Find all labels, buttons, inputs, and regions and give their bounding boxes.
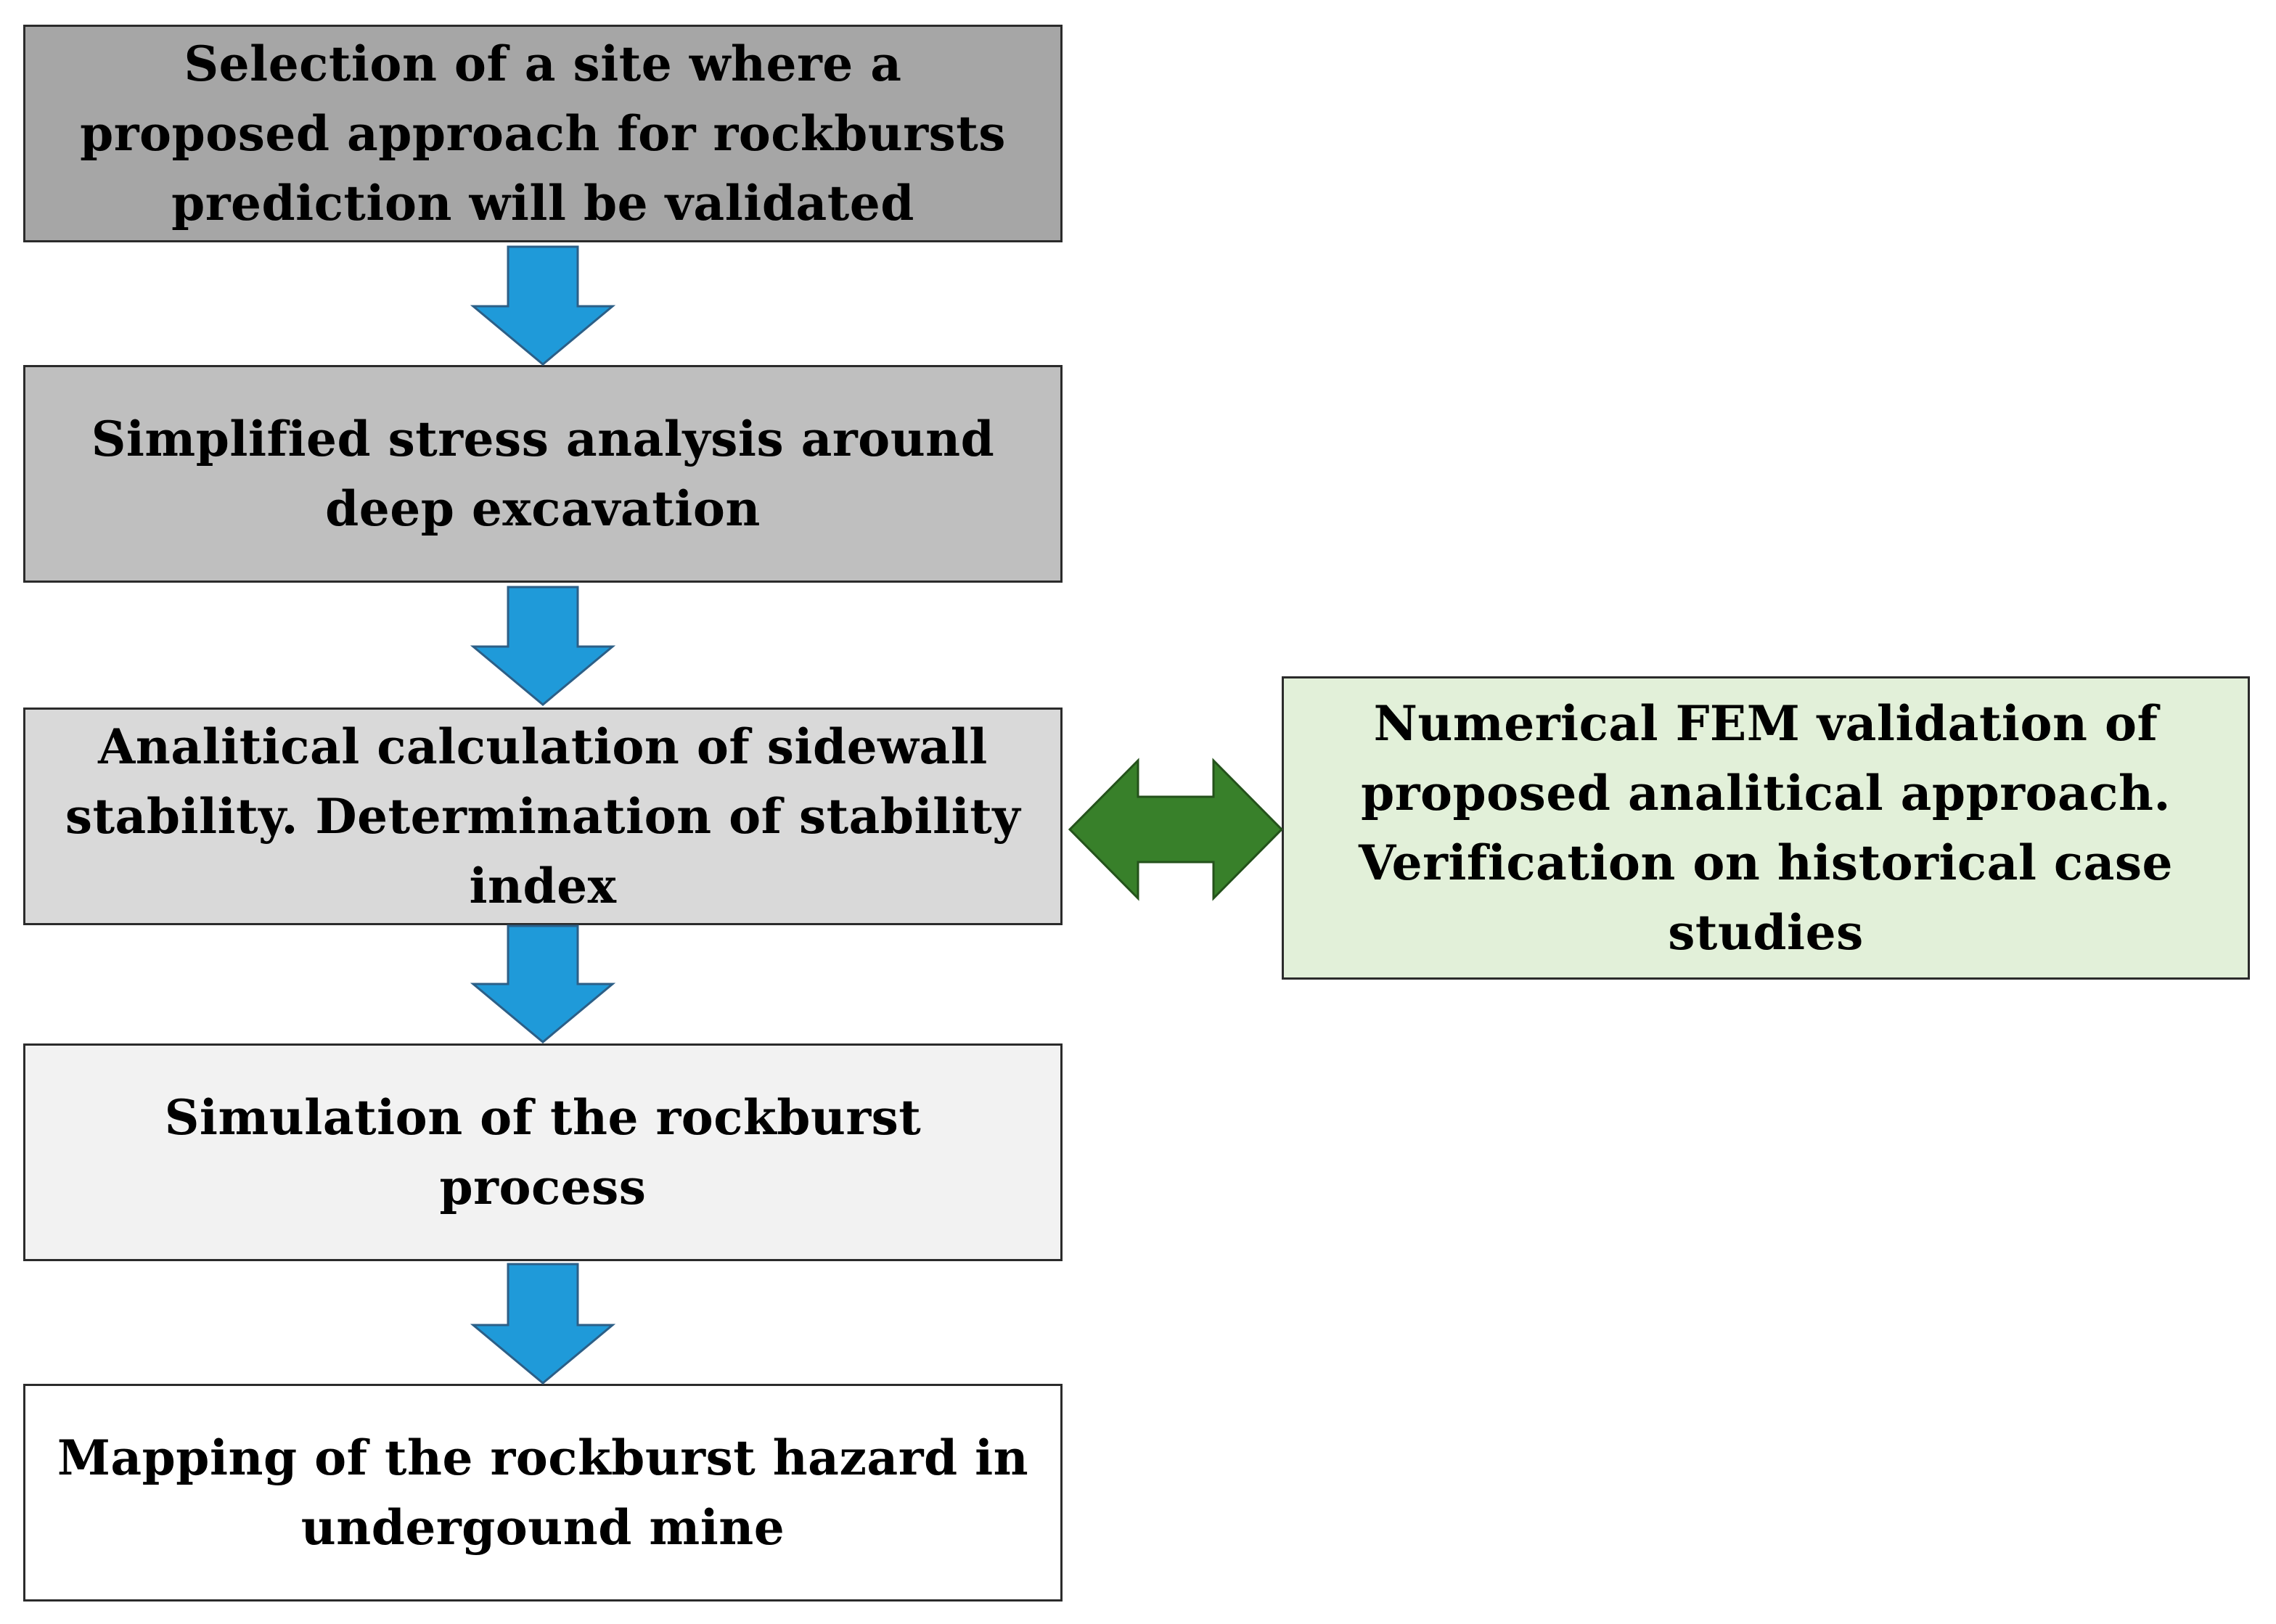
step-4-box: Simulation of the rockburst process [23, 1043, 1063, 1261]
down-arrow-1 [470, 245, 616, 366]
step-4-label: Simulation of the rockburst process [164, 1089, 922, 1215]
step-2-label: Simplified stress analysis around deep e… [91, 411, 995, 537]
down-arrow-2 [470, 586, 616, 706]
step-1-label: Selection of a site where a proposed app… [80, 36, 1006, 231]
validation-side-label: Numerical FEM validation of proposed ana… [1358, 695, 2174, 961]
down-arrow-4 [470, 1263, 616, 1385]
step-2-box: Simplified stress analysis around deep e… [23, 365, 1063, 583]
step-1-box: Selection of a site where a proposed app… [23, 25, 1063, 242]
bidirectional-arrow [1068, 758, 1284, 901]
validation-side-box: Numerical FEM validation of proposed ana… [1282, 676, 2250, 980]
step-3-box: Analitical calculation of sidewall stabi… [23, 708, 1063, 925]
step-5-box: Mapping of the rockburst hazard in under… [23, 1384, 1063, 1602]
down-arrow-3 [470, 924, 616, 1043]
step-3-label: Analitical calculation of sidewall stabi… [65, 718, 1021, 914]
step-5-label: Mapping of the rockburst hazard in under… [57, 1430, 1029, 1556]
